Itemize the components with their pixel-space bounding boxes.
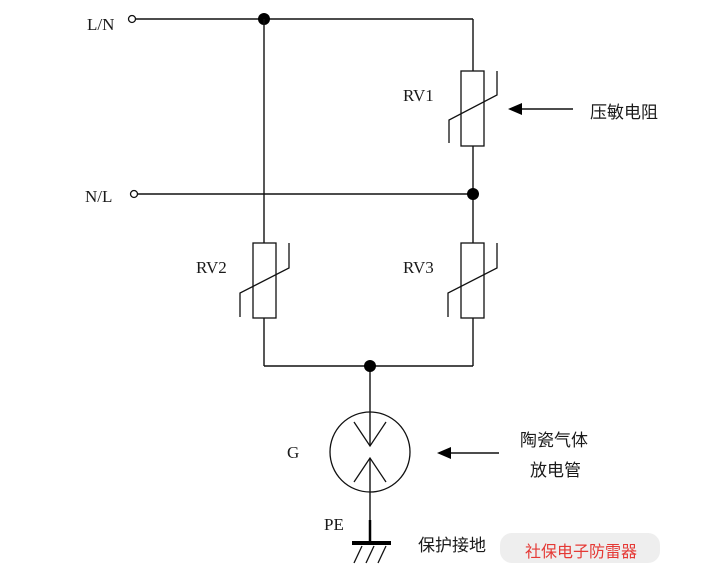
- annotation-gdt-line2: 放电管: [530, 461, 581, 481]
- arrow-gdt: [437, 447, 499, 459]
- terminal-open-circle-mid: [129, 189, 139, 199]
- label-rv1: RV1: [403, 86, 434, 105]
- junction-dot-mid: [467, 188, 479, 200]
- label-pe: PE: [324, 515, 344, 534]
- wire-line-top: [136, 18, 474, 71]
- varistor-rv2: [239, 242, 290, 319]
- label-rv2: RV2: [196, 258, 227, 277]
- label-rv3: RV3: [403, 258, 434, 277]
- annotation-ground: 保护接地: [418, 536, 486, 556]
- varistor-rv1: [448, 70, 498, 243]
- arrow-varistor: [508, 103, 573, 115]
- ground-symbol: [352, 492, 391, 564]
- watermark-text: 社保电子防雷器: [525, 542, 637, 561]
- terminal-label-line-top: L/N: [87, 15, 114, 34]
- junction-dot-bottom: [364, 360, 376, 372]
- watermark: 社保电子防雷器: [500, 533, 660, 563]
- gas-discharge-tube: [329, 411, 411, 493]
- annotation-varistor: 压敏电阻: [590, 103, 658, 123]
- annotation-gdt-line1: 陶瓷气体: [520, 431, 588, 451]
- terminal-label-line-mid: N/L: [85, 187, 112, 206]
- varistor-rv3: [447, 242, 498, 319]
- label-gdt: G: [287, 443, 299, 462]
- terminal-open-circle-top: [127, 14, 137, 24]
